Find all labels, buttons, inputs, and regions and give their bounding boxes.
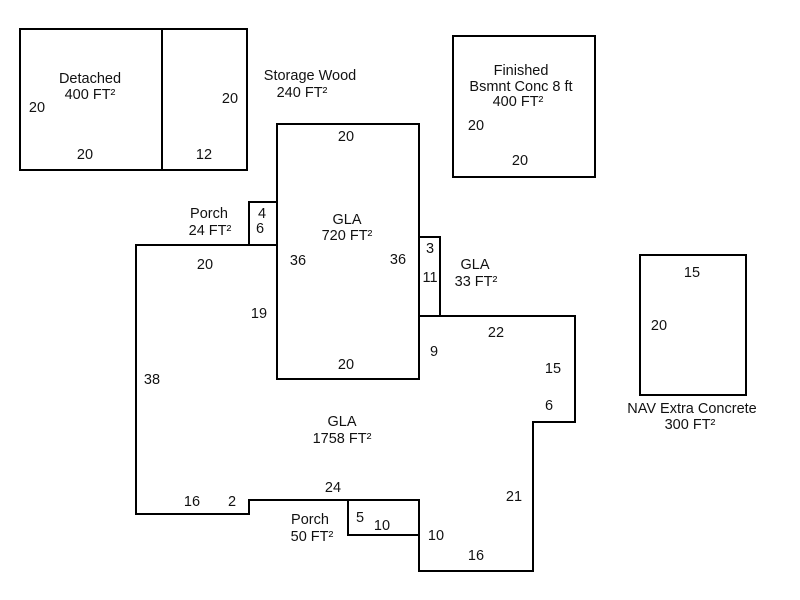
basement-label-2: Bsmnt Conc 8 ft	[469, 79, 572, 95]
storage-wood-outline	[161, 28, 248, 171]
detached-label: Detached	[59, 71, 121, 87]
basement-dim-left: 20	[468, 118, 484, 134]
porch-top-area: 24 FT²	[189, 223, 232, 239]
detached-dim-left: 20	[29, 100, 45, 116]
nav-dim-top: 15	[684, 265, 700, 281]
porch-bottom-outline	[347, 499, 420, 536]
nav-area: 300 FT²	[665, 417, 716, 433]
porch-bottom-area: 50 FT²	[291, 529, 334, 545]
gla-main-dim-right-step: 6	[545, 398, 553, 414]
gla-main-dim-right-lower: 21	[506, 489, 522, 505]
porch-bottom-dim-bottom: 10	[374, 518, 390, 534]
gla-main-dim-inner-left: 19	[251, 306, 267, 322]
gla-main-dim-bottom-mid: 24	[325, 480, 341, 496]
gla-small-outline	[418, 236, 441, 317]
basement-area: 400 FT²	[493, 94, 544, 110]
gla-main-dim-bottom-right: 16	[468, 548, 484, 564]
gla-main-dim-right-upper: 15	[545, 361, 561, 377]
porch-top-dim-side: 6	[256, 221, 264, 237]
porch-top-outline	[248, 201, 278, 246]
gla-small-dim-top: 3	[426, 241, 434, 257]
storage-area: 240 FT²	[277, 85, 328, 101]
basement-label-1: Finished	[494, 63, 549, 79]
porch-bottom-dim-side: 5	[356, 510, 364, 526]
gla-main-dim-inner-right: 9	[430, 344, 438, 360]
porch-bottom-label: Porch	[291, 512, 329, 528]
detached-dim-bottom: 20	[77, 147, 93, 163]
gla-small-area: 33 FT²	[455, 274, 498, 290]
gla-main-dim-top-right: 22	[488, 325, 504, 341]
gla-main-dim-bottom-left: 16	[184, 494, 200, 510]
gla-main-dim-top-left: 20	[197, 257, 213, 273]
gla-small-dim-side: 11	[422, 270, 437, 286]
gla-main-dim-left: 38	[144, 372, 160, 388]
detached-area: 400 FT²	[65, 87, 116, 103]
gla-upper-dim-bottom: 20	[338, 357, 354, 373]
storage-dim-right: 20	[222, 91, 238, 107]
gla-main-dim-drop: 10	[428, 528, 444, 544]
storage-label: Storage Wood	[264, 68, 356, 84]
basement-outline	[452, 35, 596, 178]
nav-concrete-outline	[639, 254, 747, 396]
nav-label: NAV Extra Concrete	[627, 401, 756, 417]
gla-upper-label: GLA	[332, 212, 361, 228]
gla-upper-dim-top: 20	[338, 129, 354, 145]
gla-main-area: 1758 FT²	[313, 431, 372, 447]
gla-upper-dim-right: 36	[390, 252, 406, 268]
basement-dim-bottom: 20	[512, 153, 528, 169]
porch-top-dim-top: 4	[258, 206, 266, 222]
gla-small-label: GLA	[460, 257, 489, 273]
storage-dim-bottom: 12	[196, 147, 212, 163]
gla-upper-area: 720 FT²	[322, 228, 373, 244]
gla-main-dim-step: 2	[228, 494, 236, 510]
nav-dim-left: 20	[651, 318, 667, 334]
porch-top-label: Porch	[190, 206, 228, 222]
gla-upper-dim-left: 36	[290, 253, 306, 269]
gla-main-label: GLA	[327, 414, 356, 430]
